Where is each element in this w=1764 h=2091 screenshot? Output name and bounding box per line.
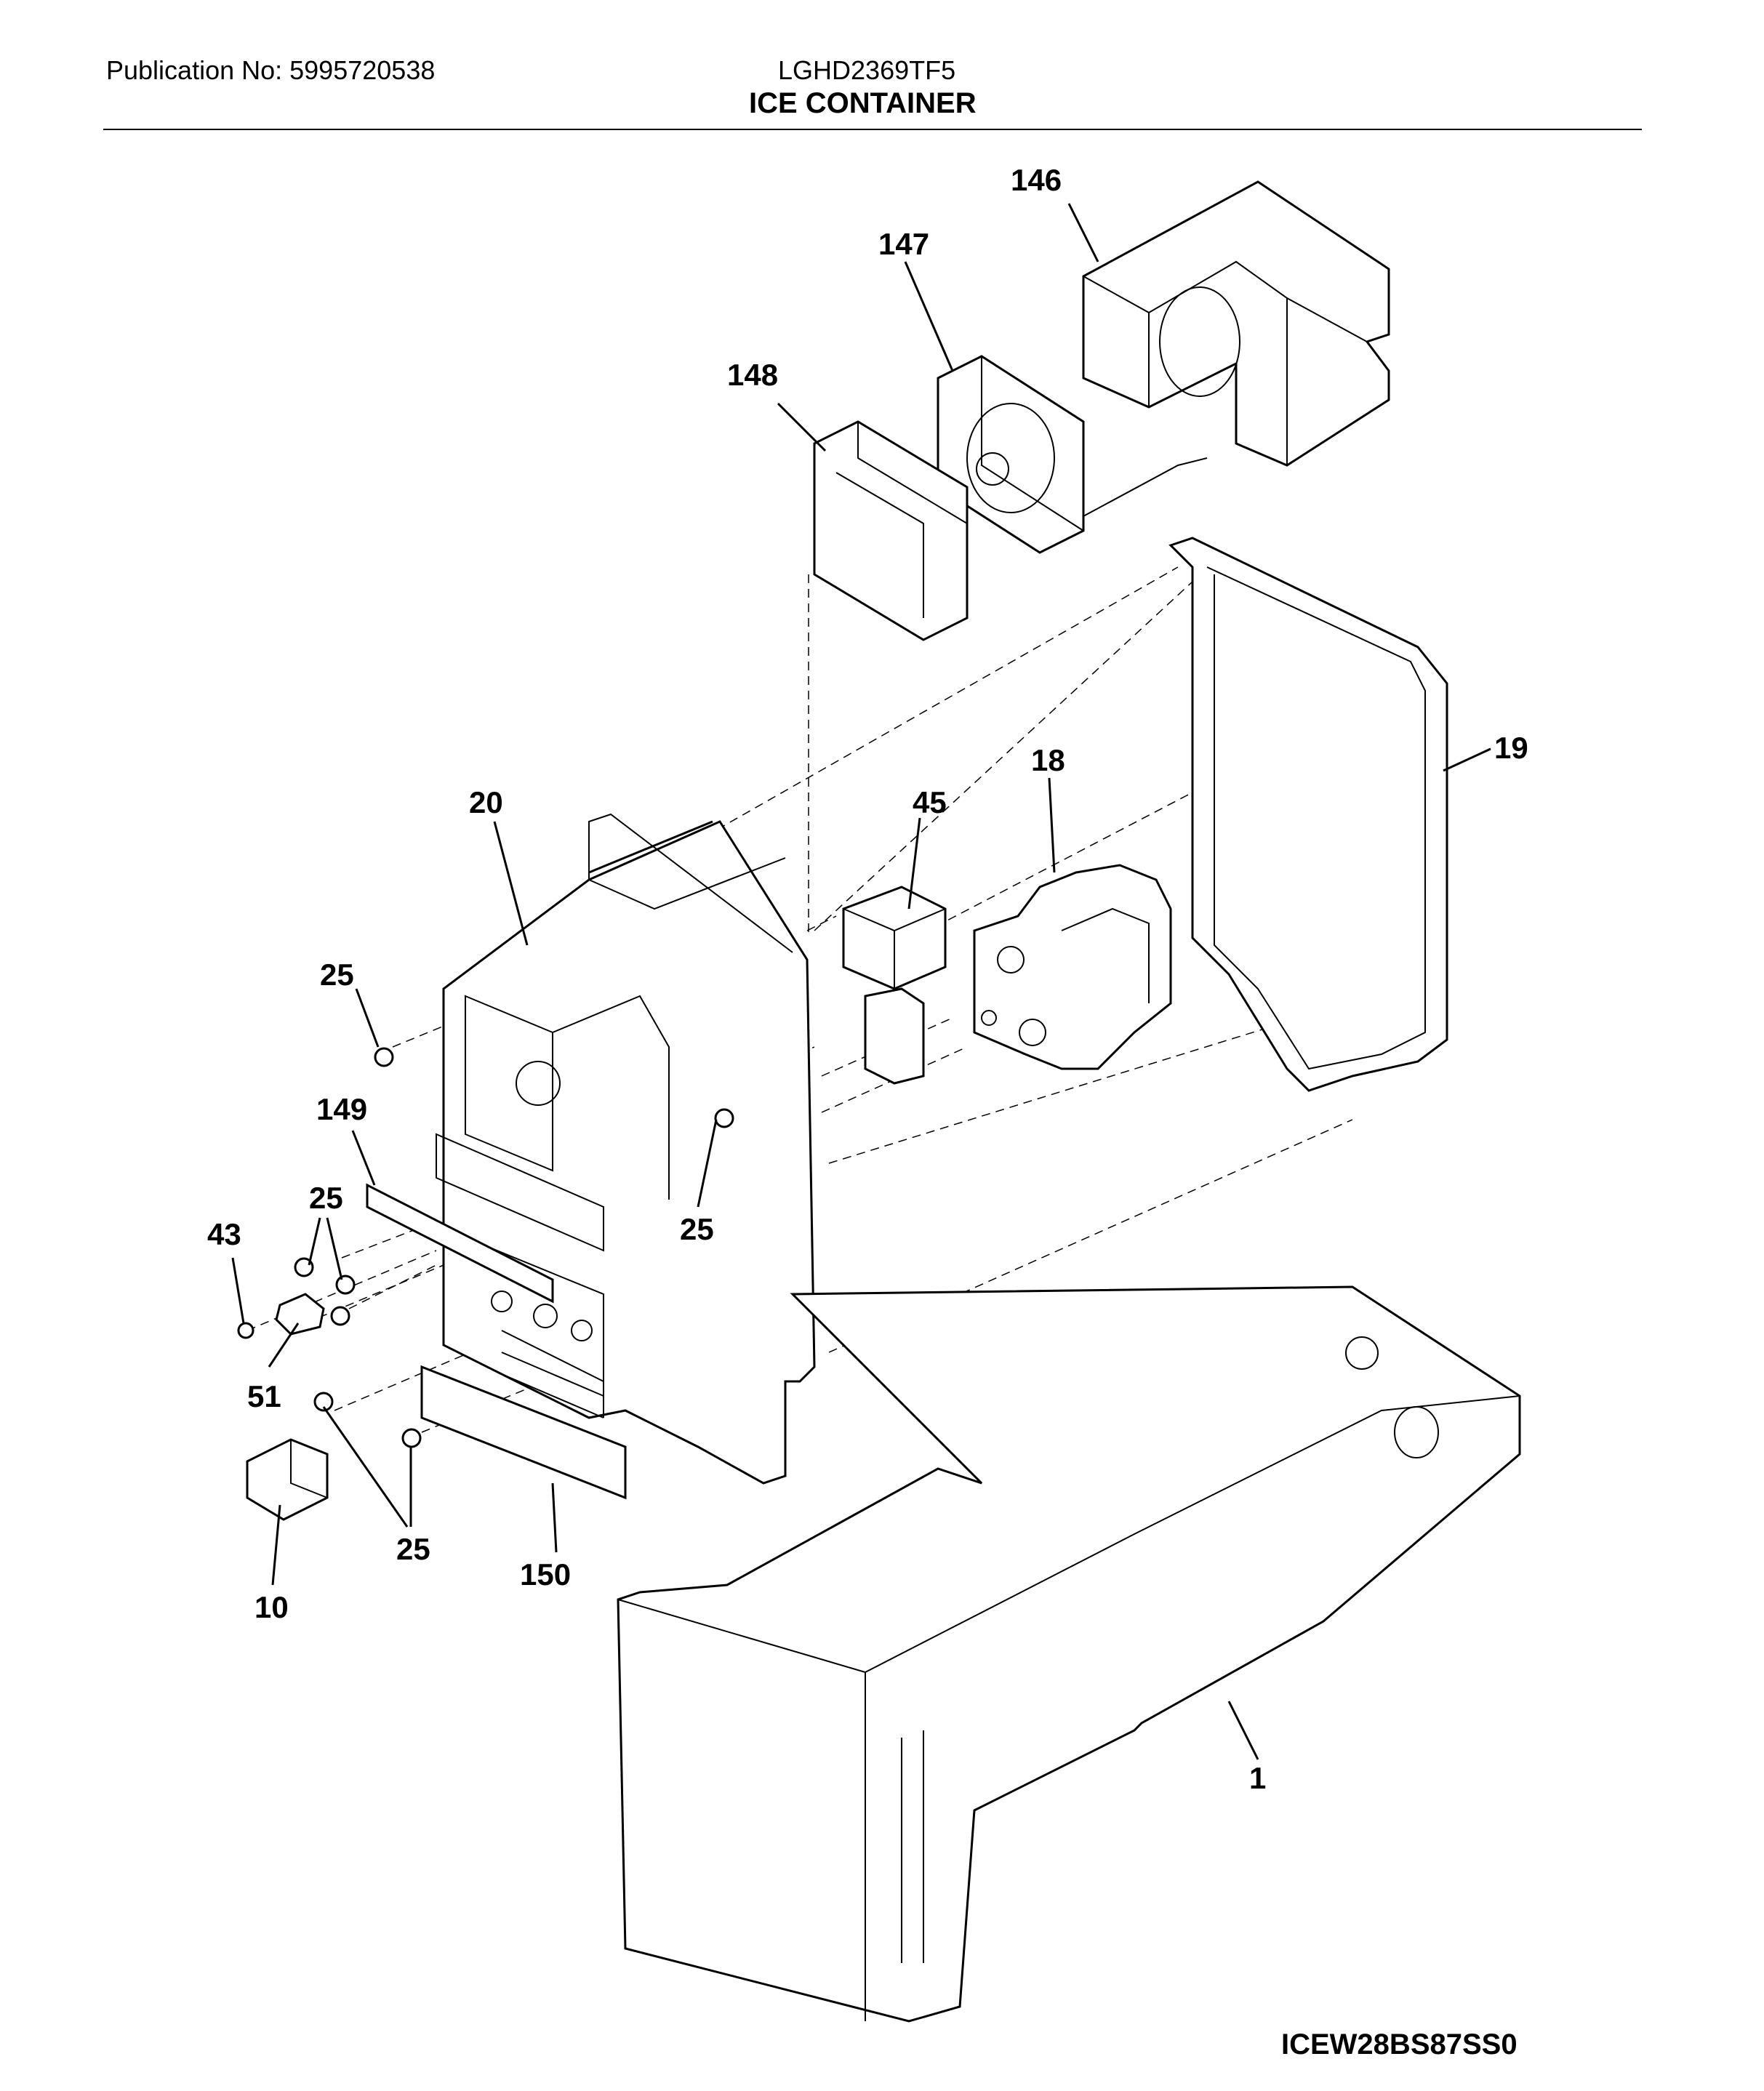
callout-25-cluster: 25	[309, 1181, 343, 1215]
part-146-fan-housing	[1082, 180, 1390, 467]
callout-10: 10	[254, 1590, 289, 1624]
leader-lines	[231, 203, 1491, 1760]
callout-45: 45	[913, 785, 947, 819]
part-1-ice-container	[617, 1285, 1521, 2023]
callout-18: 18	[1031, 743, 1065, 777]
screws	[237, 1047, 734, 1448]
publication-number: Publication No: 5995720538	[106, 55, 436, 85]
callout-43: 43	[207, 1217, 241, 1251]
callout-150: 150	[520, 1557, 571, 1592]
page-title: ICE CONTAINER	[749, 87, 977, 119]
callout-25-upper-left: 25	[320, 958, 354, 992]
model-number: LGHD2369TF5	[778, 55, 956, 85]
header-rule	[103, 129, 1642, 130]
callout-149: 149	[316, 1092, 367, 1126]
part-147-fan	[937, 355, 1208, 554]
callout-20: 20	[469, 785, 503, 819]
part-10-bracket	[246, 1438, 329, 1521]
callout-51: 51	[247, 1379, 281, 1413]
callout-146: 146	[1011, 163, 1062, 197]
callout-25-lower: 25	[396, 1532, 430, 1566]
callout-25-right: 25	[680, 1212, 714, 1246]
part-45-solenoid	[842, 886, 947, 1085]
part-150-foam-strip	[420, 1365, 627, 1500]
diagram-code: ICEW28BS87SS0	[1281, 2028, 1518, 2060]
callout-19: 19	[1494, 731, 1528, 765]
callout-147: 147	[878, 227, 929, 261]
callout-1: 1	[1249, 1761, 1266, 1795]
part-20-housing	[436, 813, 816, 1485]
part-149-foam-strip	[366, 1183, 554, 1304]
part-18-motor	[973, 864, 1172, 1070]
part-19-gasket	[1168, 537, 1448, 1092]
part-51-clip	[275, 1293, 325, 1336]
part-148-fan-shroud	[813, 420, 969, 641]
callout-148: 148	[727, 358, 778, 392]
